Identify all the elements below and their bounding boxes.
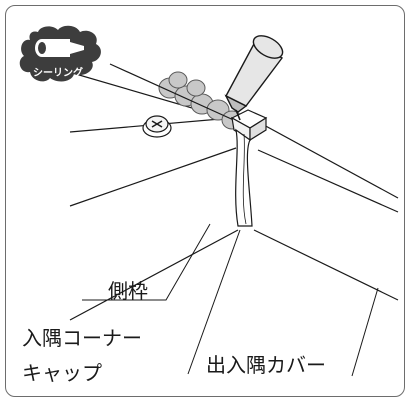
- top-back-edge-right: [261, 123, 399, 199]
- side-frame-label: 側枠: [108, 279, 148, 303]
- lower-left-edge: [69, 229, 239, 321]
- corner-cover-leader: [351, 287, 379, 377]
- sealant-badge-label: シーリング: [33, 66, 83, 79]
- lower-right-edge: [253, 229, 399, 301]
- side-frame-leader: [82, 223, 211, 301]
- right-mid-edge: [257, 149, 399, 213]
- sealant-badge: シーリング: [19, 25, 101, 82]
- caulking-gun-icon: [224, 35, 284, 121]
- inner-corner-cover: [235, 128, 253, 227]
- mid-front-edge: [69, 147, 237, 207]
- screw-icon: [142, 115, 172, 138]
- inner-corner-cover-label: 出入隅カバー: [206, 353, 326, 377]
- inner-corner-cap-label-line1: 入隅コーナー: [22, 326, 142, 350]
- corner-cap-leader: [187, 229, 241, 375]
- sealant-tube-icon: [35, 39, 84, 57]
- sealant-leader-line: [109, 63, 239, 123]
- inner-corner-cap-label-line2: キャップ: [22, 361, 102, 385]
- label-leaders: [82, 223, 379, 377]
